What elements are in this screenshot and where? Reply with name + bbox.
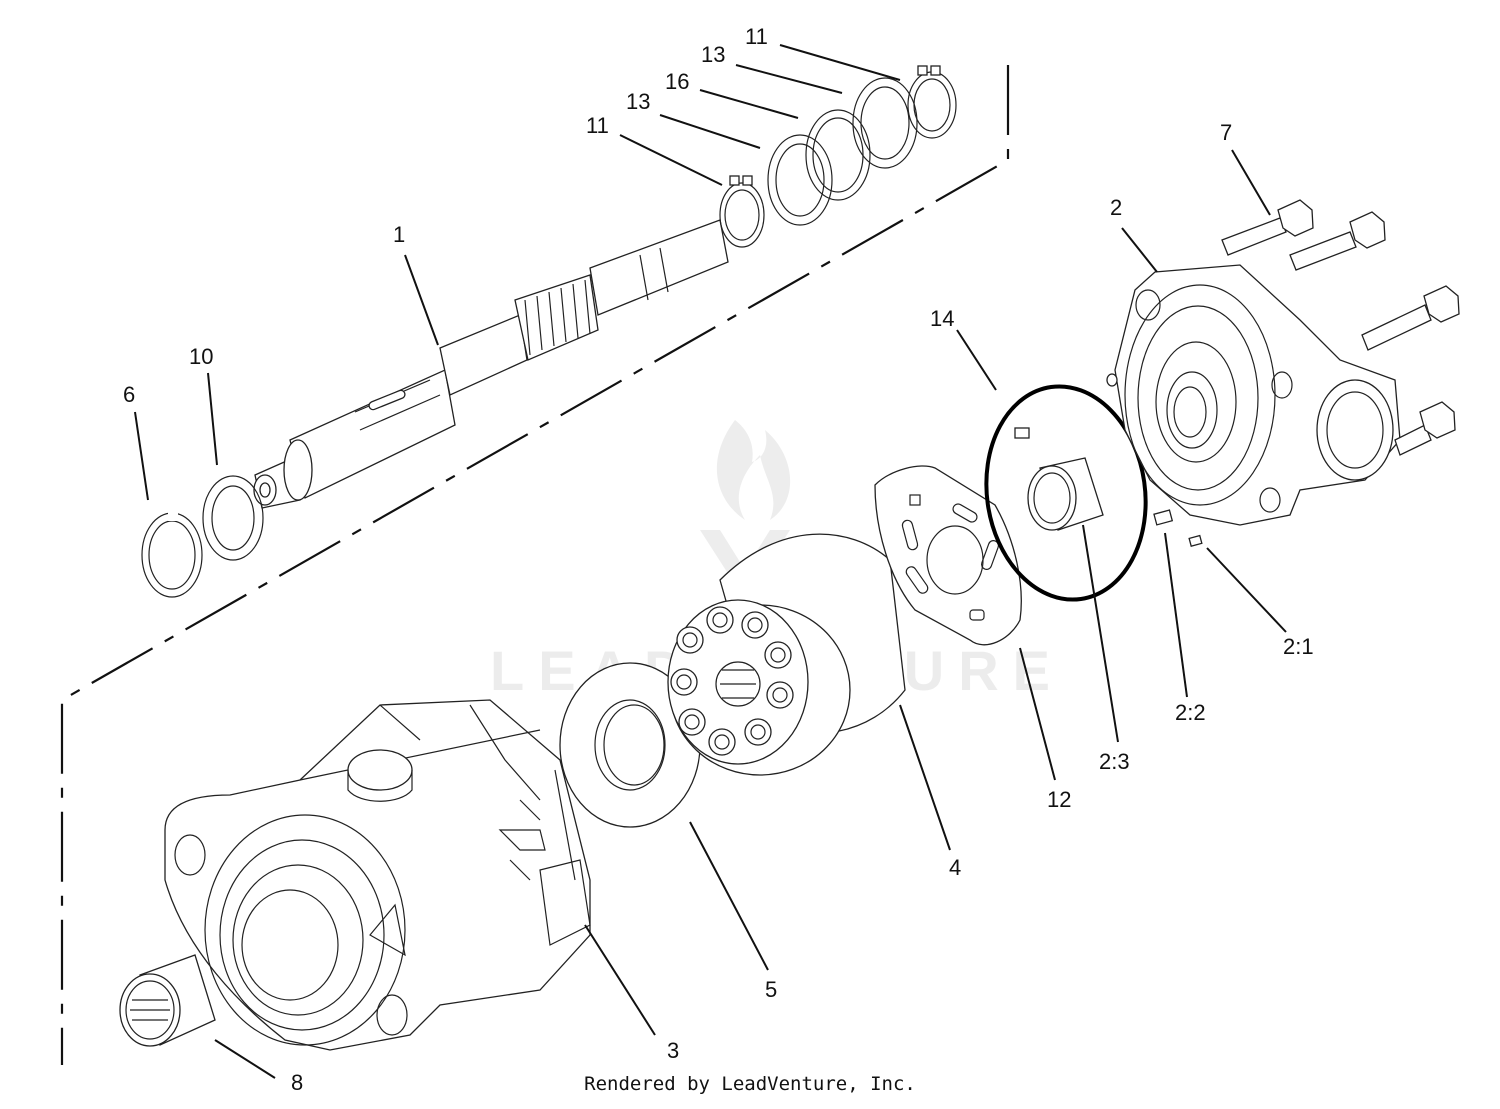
label-part-2-3: 2:3 <box>1099 749 1130 774</box>
label-part-4: 4 <box>949 855 961 880</box>
leader-lines <box>134 44 1287 1079</box>
pin-2-2 <box>1153 509 1174 526</box>
bolt-7-c <box>1361 285 1460 351</box>
snap-ring-11-upper <box>907 65 957 139</box>
label-part-1: 1 <box>393 222 405 247</box>
bolt-7-d <box>1394 401 1456 456</box>
label-part-2-2: 2:2 <box>1175 700 1206 725</box>
needle-bearing-8 <box>119 954 216 1047</box>
o-ring-14 <box>984 384 1148 602</box>
needle-bearing-2-3 <box>1027 457 1104 531</box>
label-part-6: 6 <box>123 382 135 407</box>
label-part-2-1: 2:1 <box>1283 634 1314 659</box>
shaft-part <box>253 219 729 509</box>
part-labels: 1 2 2:1 2:2 2:3 3 4 5 6 7 8 10 11 11 12 … <box>123 24 1314 1095</box>
label-part-12: 12 <box>1047 787 1071 812</box>
thrust-bearing-16 <box>805 109 871 201</box>
pin-2-1 <box>1188 534 1203 547</box>
thrust-washer-13-upper <box>852 77 918 169</box>
snap-ring-11-lower <box>719 175 765 248</box>
label-part-13-upper: 13 <box>701 42 725 67</box>
motor-housing-3 <box>164 699 591 1051</box>
washer-10 <box>202 475 264 561</box>
label-part-14: 14 <box>930 306 954 331</box>
bolt-7-a <box>1221 199 1314 256</box>
label-part-11-lower: 11 <box>586 113 609 138</box>
label-part-5: 5 <box>765 977 777 1002</box>
label-part-2: 2 <box>1110 195 1122 220</box>
label-part-16: 16 <box>665 69 689 94</box>
label-part-11-upper: 11 <box>745 24 768 49</box>
label-part-3: 3 <box>667 1038 679 1063</box>
dowel-pin <box>1014 427 1030 439</box>
label-part-7: 7 <box>1220 120 1232 145</box>
label-part-10: 10 <box>189 344 213 369</box>
valve-plate-12 <box>874 465 1022 646</box>
rotating-group-4 <box>667 533 906 776</box>
assembly-boundary-line <box>60 65 1010 1065</box>
end-cap-2 <box>1106 264 1401 526</box>
render-credit: Rendered by LeadVenture, Inc. <box>584 1073 916 1095</box>
label-part-13-lower: 13 <box>626 89 650 114</box>
bolt-7-b <box>1289 211 1386 271</box>
thrust-washer-13-lower <box>767 134 833 226</box>
label-part-8: 8 <box>291 1070 303 1095</box>
retaining-ring-6 <box>141 511 203 598</box>
